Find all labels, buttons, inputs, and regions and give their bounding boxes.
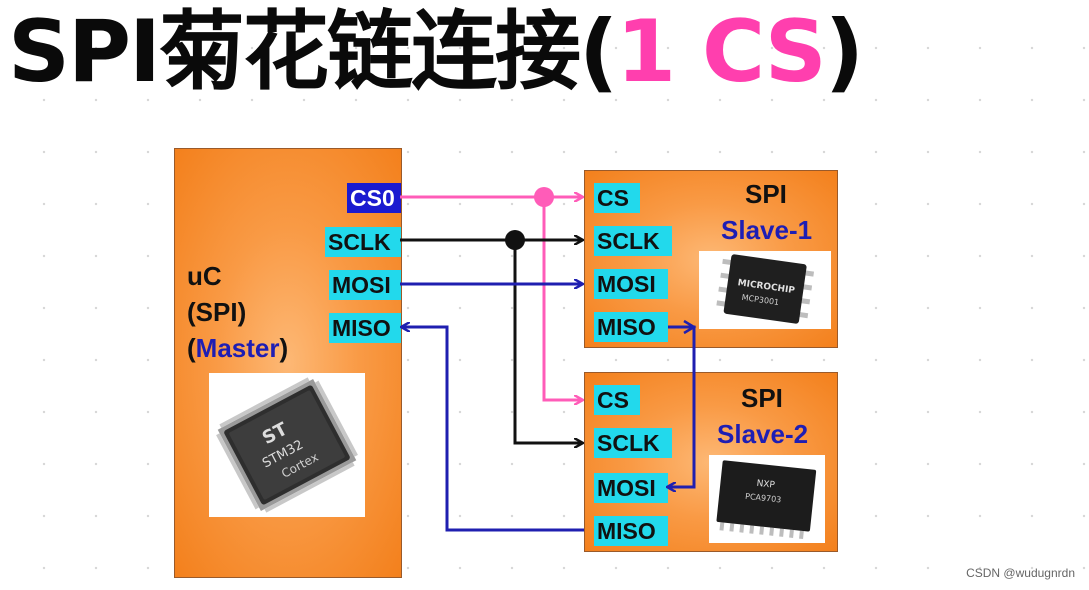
miso-return-wire: [402, 327, 584, 532]
slave2-title-slave: Slave-2: [717, 419, 809, 449]
chip-brand-nxp: NXP: [756, 479, 776, 491]
slave1-title-spi: SPI: [745, 179, 787, 209]
master-label-uc: uC: [187, 261, 222, 291]
master-pin-sclk: SCLK: [325, 227, 401, 257]
master-pin-cs0: CS0: [347, 183, 401, 213]
sclk-junction-dot: [505, 230, 525, 250]
mcp3001-chip-image: MICROCHIP MCP3001: [699, 251, 831, 329]
master-label-role: (Master): [187, 333, 289, 363]
master-pin-mosi: MOSI: [329, 270, 401, 300]
cs-junction-dot: [534, 187, 554, 207]
watermark: CSDN @wudugnrdn: [966, 566, 1075, 580]
slave1-box: CS SCLK MOSI MISO SPI Slave-1 MICROCHIP …: [584, 170, 838, 348]
slave1-pin-mosi: MOSI: [594, 269, 668, 299]
slave2-box: CS SCLK MOSI MISO SPI Slave-2 NXP PCA970…: [584, 372, 838, 552]
slave2-title-spi: SPI: [741, 383, 783, 413]
pca9703-chip-image: NXP PCA9703: [709, 455, 825, 543]
master-pin-miso: MISO: [329, 313, 401, 343]
title-close: ): [824, 2, 864, 102]
chip-model-pca9703: PCA9703: [745, 492, 782, 505]
master-label-spi: (SPI): [187, 297, 247, 327]
title-highlight: 1 CS: [616, 2, 826, 102]
sclk-wire: [400, 240, 582, 443]
stm32-chip-image: ST STM32 Cortex: [209, 373, 365, 517]
daisy-chain-wire: [668, 325, 696, 487]
slave2-pin-sclk: SCLK: [594, 428, 672, 458]
slave2-pin-cs: CS: [594, 385, 640, 415]
master-box: CS0 SCLK MOSI MISO uC (SPI) (Master) ST …: [174, 148, 402, 578]
slave1-pin-sclk: SCLK: [594, 226, 672, 256]
slave2-pin-miso: MISO: [594, 516, 668, 546]
cs-wire: [400, 197, 582, 400]
slave1-title-slave: Slave-1: [721, 215, 813, 245]
master-role-word: Master: [195, 333, 280, 363]
slave2-pin-mosi: MOSI: [594, 473, 668, 503]
slave1-pin-miso: MISO: [594, 312, 668, 342]
title-main: SPI菊花链连接(: [8, 2, 618, 102]
slave1-pin-cs: CS: [594, 183, 640, 213]
diagram-title: SPI菊花链连接(1 CS): [8, 0, 864, 112]
